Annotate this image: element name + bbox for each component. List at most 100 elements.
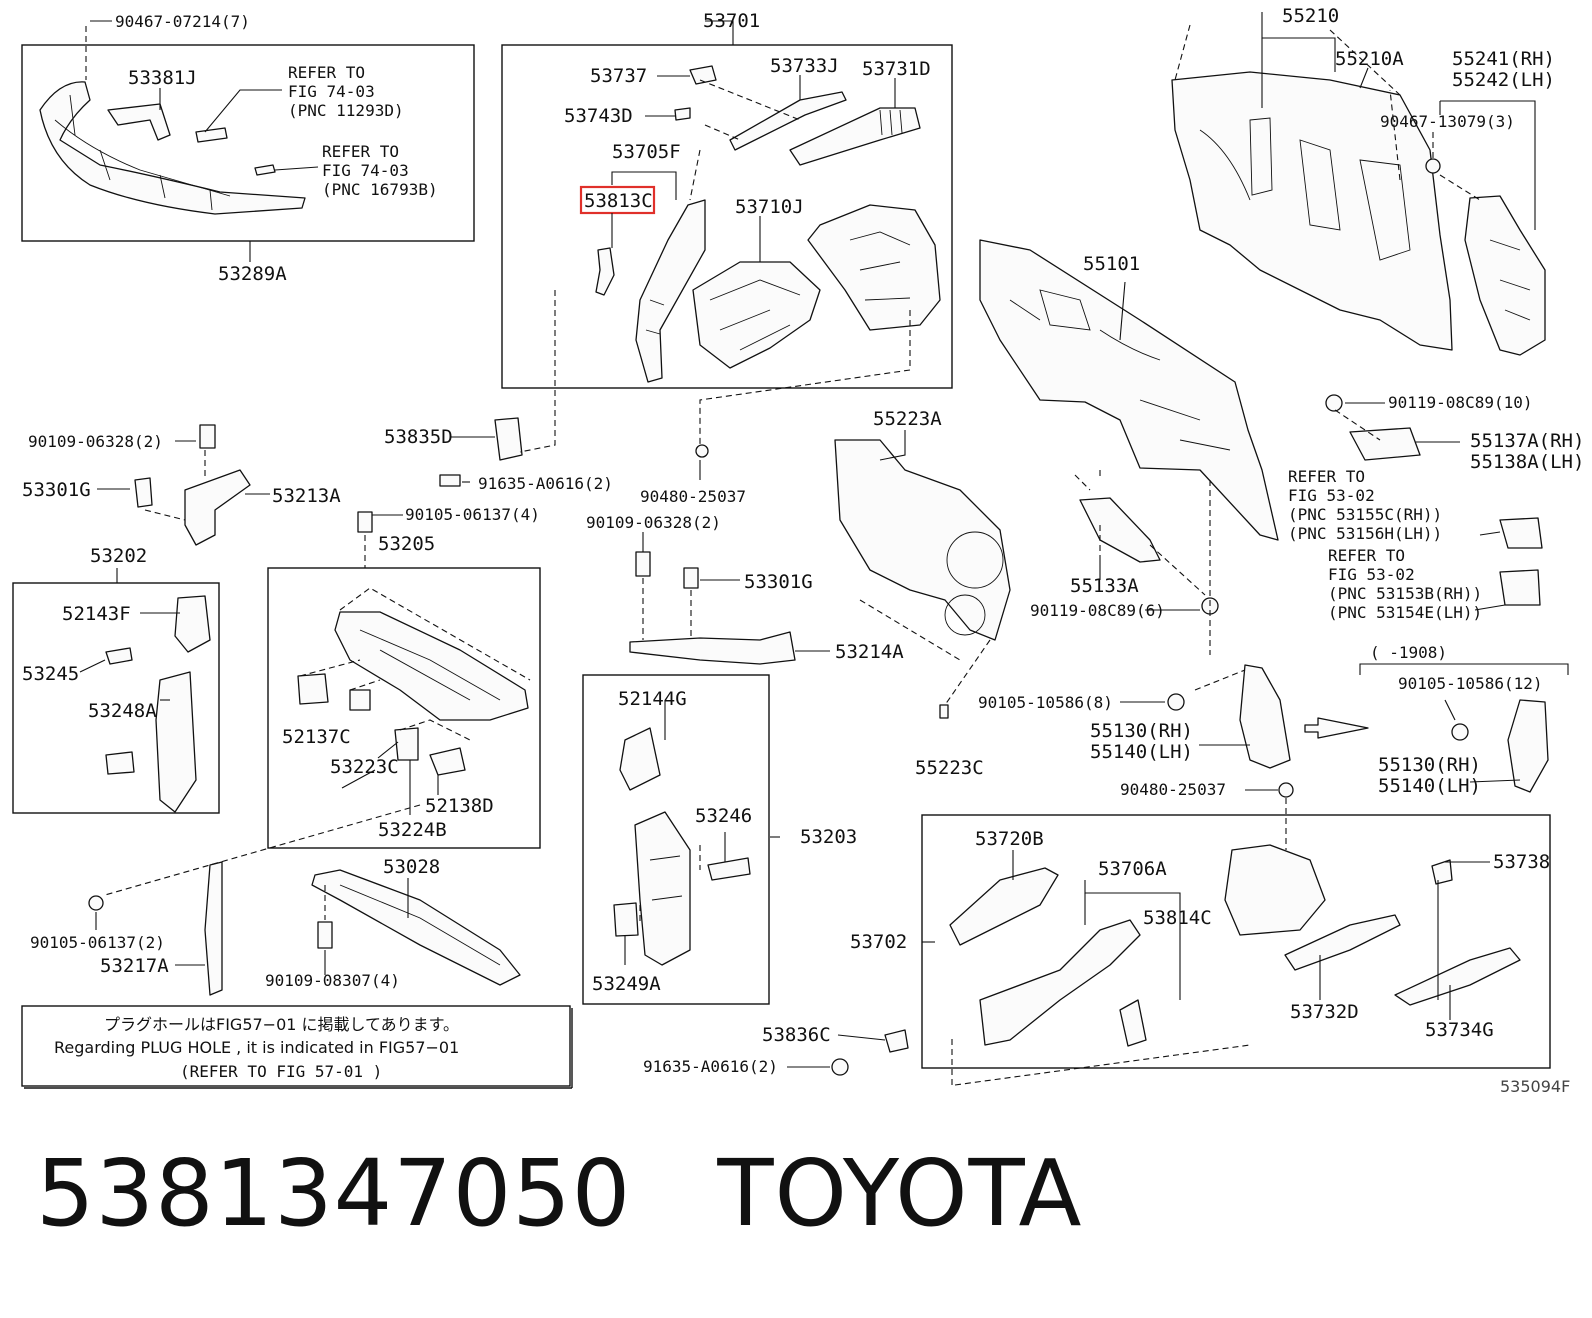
frame-53289A (21, 44, 475, 242)
lower-cross-member-parts (88, 861, 521, 996)
label-90105-10586-12: 90105-10586(12) (1398, 674, 1543, 693)
dash-insulator-upper-part (1171, 71, 1546, 356)
right-middle-parts (939, 158, 1549, 798)
label-refer-b-line2: FIG 74-03 (322, 161, 409, 180)
label-90105-10586-8: 90105-10586(8) (978, 693, 1113, 712)
label-90119-08C89-10: 90119-08C89(10) (1388, 393, 1533, 412)
label-55138A: 55138A(LH) (1470, 451, 1584, 473)
label-refer-c-line1: REFER TO (1288, 467, 1365, 486)
parts-diagram: 90467-07214(7) 53381J REFER TO FIG 74-03… (12, 5, 1584, 1096)
label-55130-a: 55130(RH) (1090, 720, 1193, 742)
frame-53701 (501, 44, 953, 389)
label-90109-06328-a: 90109-06328(2) (28, 432, 163, 451)
label-refer-c-line2: FIG 53-02 (1288, 486, 1375, 505)
label-55133A: 55133A (1070, 575, 1139, 597)
radiator-support-lower-parts (613, 727, 751, 966)
label-53731D: 53731D (862, 58, 931, 80)
label-1908: ( -1908) (1370, 643, 1447, 662)
label-53710J: 53710J (735, 196, 804, 218)
label-55242: 55242(LH) (1452, 69, 1555, 91)
label-53706A: 53706A (1098, 858, 1167, 880)
label-refer-a-line2: FIG 74-03 (288, 82, 375, 101)
label-refer-b-line1: REFER TO (322, 142, 399, 161)
label-53835D: 53835D (384, 426, 453, 448)
label-53203: 53203 (800, 826, 857, 848)
label-53248A: 53248A (88, 700, 157, 722)
label-90109-08307: 90109-08307(4) (265, 971, 400, 990)
label-53301G-a: 53301G (22, 479, 91, 501)
label-90467-07214: 90467-07214(7) (115, 12, 250, 31)
cross-member-parts (629, 444, 796, 665)
front-apron-rh-parts (831, 844, 1521, 1076)
label-refer-d-line2: FIG 53-02 (1328, 565, 1415, 584)
label-90105-06137-2: 90105-06137(2) (30, 933, 165, 952)
label-53814C: 53814C (1143, 907, 1212, 929)
label-53028: 53028 (383, 856, 440, 878)
note-english: Regarding PLUG HOLE , it is indicated in… (54, 1038, 459, 1057)
label-90105-06137-4: 90105-06137(4) (405, 505, 540, 524)
label-52144G: 52144G (618, 688, 687, 710)
label-53301G-b: 53301G (744, 571, 813, 593)
label-55137A: 55137A(RH) (1470, 430, 1584, 452)
leader-lines (79, 12, 1536, 1086)
label-53214A: 53214A (835, 641, 904, 663)
label-53213A: 53213A (272, 485, 341, 507)
part-labels: 90467-07214(7) 53381J REFER TO FIG 74-03… (22, 5, 1584, 1096)
label-55210: 55210 (1282, 5, 1339, 27)
label-53734G: 53734G (1425, 1019, 1494, 1041)
brand-name: TOYOTA (717, 1140, 1083, 1247)
label-52143F: 52143F (62, 603, 131, 625)
label-53245: 53245 (22, 663, 79, 685)
label-55241: 55241(RH) (1452, 48, 1555, 70)
label-53733J: 53733J (770, 55, 839, 77)
highlight-53813C (579, 185, 656, 215)
label-53205: 53205 (378, 533, 435, 555)
label-90119-08C89-6: 90119-08C89(6) (1030, 601, 1165, 620)
frame-53202 (12, 582, 220, 814)
part-number: 5381347050 (36, 1140, 632, 1247)
label-90480-25037-b: 90480-25037 (1120, 780, 1226, 799)
left-brackets-parts (134, 417, 523, 546)
label-53720B: 53720B (975, 828, 1044, 850)
label-53381J: 53381J (128, 67, 197, 89)
label-55223C: 55223C (915, 757, 984, 779)
label-refer-d-line1: REFER TO (1328, 546, 1405, 565)
label-53224B: 53224B (378, 819, 447, 841)
note-reference: (REFER TO FIG 57-01 ) (180, 1062, 382, 1081)
bumper-reinforcement-part (39, 81, 306, 215)
label-55140-a: 55140(LH) (1090, 741, 1193, 763)
label-53702: 53702 (850, 931, 907, 953)
label-refer-d-line3: (PNC 53153B(RH)) (1328, 584, 1482, 603)
label-53701: 53701 (703, 10, 760, 32)
dash-panel-part (979, 239, 1543, 606)
frame-53205 (267, 567, 541, 849)
note-japanese: プラグホールはFIG57−01 に掲載してあります。 (104, 1015, 459, 1034)
label-53738: 53738 (1493, 851, 1550, 873)
label-55101: 55101 (1083, 253, 1140, 275)
label-53743D: 53743D (564, 105, 633, 127)
label-52137C: 52137C (282, 726, 351, 748)
label-53732D: 53732D (1290, 1001, 1359, 1023)
label-53223C: 53223C (330, 756, 399, 778)
note-box (21, 1005, 571, 1087)
label-refer-c-line3: (PNC 53155C(RH)) (1288, 505, 1442, 524)
frame-1908-bracket (1359, 663, 1569, 675)
radiator-support-side-parts (105, 595, 211, 813)
label-91635-A0616-a: 91635-A0616(2) (478, 474, 613, 493)
label-90467-13079: 90467-13079(3) (1380, 112, 1515, 131)
label-55140-b: 55140(LH) (1378, 775, 1481, 797)
label-53217A: 53217A (100, 955, 169, 977)
label-refer-a-line3: (PNC 11293D) (288, 101, 404, 120)
label-refer-c-line4: (PNC 53156H(LH)) (1288, 524, 1442, 543)
label-55210A: 55210A (1335, 48, 1404, 70)
label-53836C: 53836C (762, 1024, 831, 1046)
label-91635-A0616-b: 91635-A0616(2) (643, 1057, 778, 1076)
label-55130-b: 55130(RH) (1378, 754, 1481, 776)
label-53289A: 53289A (218, 263, 287, 285)
label-refer-b-line3: (PNC 16793B) (322, 180, 438, 199)
figure-code: 535094F (1500, 1077, 1570, 1096)
radiator-support-upper-parts (297, 611, 529, 776)
label-refer-a-line1: REFER TO (288, 63, 365, 82)
label-53813C: 53813C (584, 190, 653, 212)
part-caption: 5381347050 TOYOTA (36, 1140, 1083, 1247)
